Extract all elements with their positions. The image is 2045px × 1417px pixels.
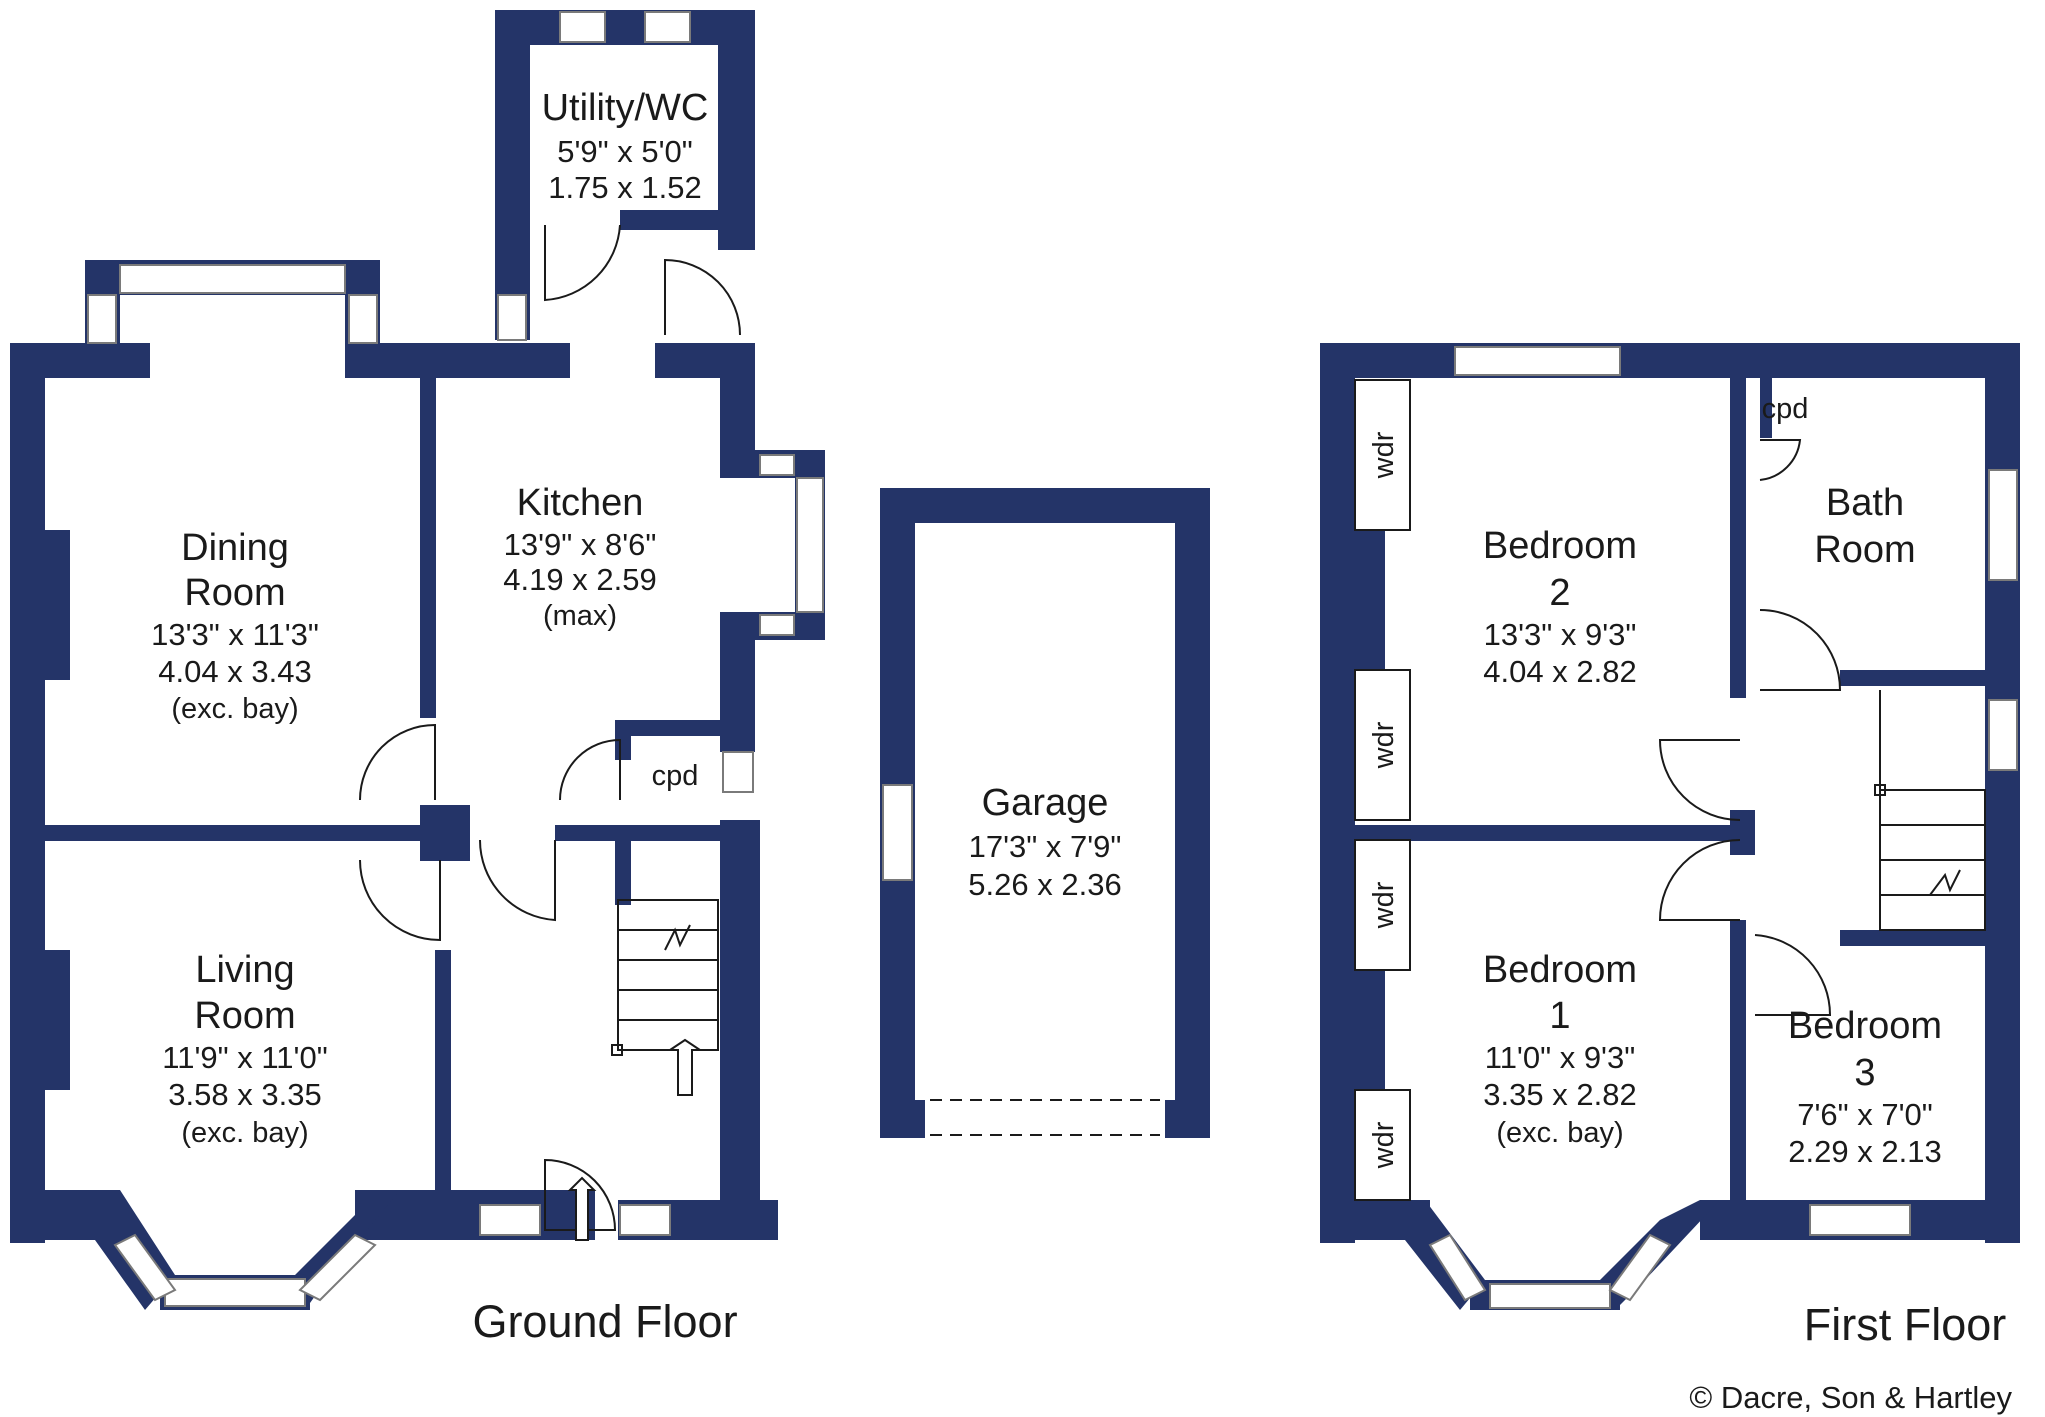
dining-dims-metric: 4.04 x 3.43 bbox=[158, 654, 311, 689]
utility-label: Utility/WC 5'9" x 5'0" 1.75 x 1.52 bbox=[542, 87, 709, 205]
kitchen-dims-metric: 4.19 x 2.59 bbox=[503, 562, 656, 597]
living-dims-imperial: 11'9" x 11'0" bbox=[162, 1040, 327, 1075]
ground-floor-title: Ground Floor bbox=[472, 1296, 737, 1347]
ground-floor-doors bbox=[359, 224, 741, 1231]
wardrobe-label-3: wdr bbox=[1368, 881, 1400, 929]
garage-dims-metric: 5.26 x 2.36 bbox=[968, 867, 1121, 902]
first-floor-windows bbox=[1428, 346, 2018, 1309]
bedroom1-note: (exc. bay) bbox=[1496, 1117, 1623, 1149]
bedroom1-name-2: 1 bbox=[1549, 995, 1570, 1037]
garage-window-door bbox=[882, 784, 1160, 1136]
copyright-text: © Dacre, Son & Hartley bbox=[1689, 1380, 2012, 1415]
ground-cupboard-label: cpd bbox=[652, 760, 699, 792]
dining-name-1: Dining bbox=[181, 527, 289, 569]
bedroom1-dims-imperial: 11'0" x 9'3" bbox=[1485, 1040, 1635, 1075]
bedroom1-name-1: Bedroom bbox=[1483, 949, 1637, 991]
bedroom3-dims-metric: 2.29 x 2.13 bbox=[1788, 1134, 1941, 1169]
bathroom-name-2: Room bbox=[1814, 529, 1915, 571]
bedroom3-dims-imperial: 7'6" x 7'0" bbox=[1797, 1097, 1933, 1132]
garage-label: Garage 17'3" x 7'9" 5.26 x 2.36 bbox=[968, 782, 1121, 902]
first-floor-stairs bbox=[1874, 690, 1986, 931]
bedroom2-name-2: 2 bbox=[1549, 572, 1570, 614]
kitchen-note: (max) bbox=[543, 600, 617, 632]
bathroom-label: Bath Room bbox=[1814, 482, 1915, 571]
bedroom2-dims-imperial: 13'3" x 9'3" bbox=[1484, 617, 1637, 652]
living-name-2: Room bbox=[194, 995, 295, 1037]
wardrobe-labels: wdr wdr wdr wdr bbox=[1368, 431, 1400, 1169]
garage-name: Garage bbox=[982, 782, 1109, 824]
bedroom3-name-1: Bedroom bbox=[1788, 1005, 1942, 1047]
first-cupboard-label: cpd bbox=[1762, 393, 1809, 425]
garage-dims-imperial: 17'3" x 7'9" bbox=[969, 829, 1122, 864]
utility-name: Utility/WC bbox=[542, 87, 709, 129]
wardrobe-label-4: wdr bbox=[1368, 1121, 1400, 1169]
kitchen-dims-imperial: 13'9" x 8'6" bbox=[504, 527, 657, 562]
first-floor-doors bbox=[1658, 439, 1842, 1016]
bedroom1-dims-metric: 3.35 x 2.82 bbox=[1483, 1077, 1636, 1112]
bedroom3-name-2: 3 bbox=[1854, 1052, 1875, 1094]
utility-dims-metric: 1.75 x 1.52 bbox=[548, 170, 701, 205]
dining-label: Dining Room 13'3" x 11'3" 4.04 x 3.43 (e… bbox=[151, 527, 319, 725]
kitchen-label: Kitchen 13'9" x 8'6" 4.19 x 2.59 (max) bbox=[503, 482, 656, 632]
wardrobe-label-2: wdr bbox=[1368, 721, 1400, 769]
living-label: Living Room 11'9" x 11'0" 3.58 x 3.35 (e… bbox=[162, 949, 327, 1149]
bedroom2-label: Bedroom 2 13'3" x 9'3" 4.04 x 2.82 bbox=[1483, 525, 1637, 689]
living-name-1: Living bbox=[195, 949, 294, 991]
bedroom2-name-1: Bedroom bbox=[1483, 525, 1637, 567]
bathroom-name-1: Bath bbox=[1826, 482, 1904, 524]
bedroom1-label: Bedroom 1 11'0" x 9'3" 3.35 x 2.82 (exc.… bbox=[1483, 949, 1637, 1149]
ground-floor-stairs bbox=[567, 899, 719, 1241]
dining-note: (exc. bay) bbox=[171, 693, 298, 725]
bay-side-windows-ground bbox=[113, 1233, 377, 1302]
utility-dims-imperial: 5'9" x 5'0" bbox=[557, 134, 693, 169]
wardrobe-label-1: wdr bbox=[1368, 431, 1400, 479]
wardrobes bbox=[1354, 379, 1411, 1201]
bedroom3-label: Bedroom 3 7'6" x 7'0" 2.29 x 2.13 bbox=[1788, 1005, 1942, 1169]
dining-name-2: Room bbox=[184, 572, 285, 614]
dining-dims-imperial: 13'3" x 11'3" bbox=[151, 617, 319, 652]
ground-floor-windows bbox=[87, 11, 824, 1307]
kitchen-name: Kitchen bbox=[517, 482, 644, 524]
living-dims-metric: 3.58 x 3.35 bbox=[168, 1077, 321, 1112]
living-note: (exc. bay) bbox=[181, 1117, 308, 1149]
bedroom2-dims-metric: 4.04 x 2.82 bbox=[1483, 654, 1636, 689]
first-floor-title: First Floor bbox=[1804, 1299, 2007, 1350]
